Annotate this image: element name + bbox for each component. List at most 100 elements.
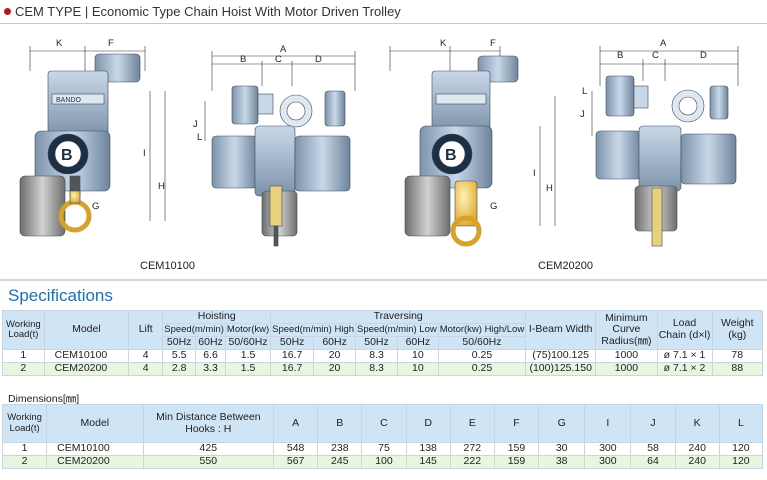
cell-l: 120 [718,442,764,456]
page-title: CEM TYPE | Economic Type Chain Hoist Wit… [15,4,401,19]
cell-d: 138 [405,442,451,456]
dim-label-l1: L [197,132,202,143]
cell-k: 240 [674,455,720,469]
dim-label-d1: D [315,54,322,65]
svg-text:B: B [445,147,457,164]
cell-model: CEM20200 [46,455,144,469]
brand-label-1: BANDO [56,97,81,104]
cell-hoist-speed-60: 6.6 [195,349,226,363]
cell-f: 159 [493,455,540,469]
table-row: 2 CEM20200 550 567 245 100 145 222 159 3… [1,455,764,469]
cell-hoist-speed-50: 5.5 [162,349,197,363]
specifications-title: Specifications [8,286,113,305]
dim-col-d: D [405,404,451,443]
cell-ibeam: (100)125.150 [525,362,597,376]
page-header: CEM TYPE | Economic Type Chain Hoist Wit… [0,0,767,24]
cell-trav-high-60: 20 [313,362,356,376]
cell-model: CEM10100 [46,442,144,456]
cell-trav-low-60: 10 [396,362,439,376]
dim-label-i2: I [533,168,536,179]
hoist-1-side-view: BANDO B [19,53,141,237]
dim-col-i: I [584,404,632,443]
dim-label-l2: L [582,86,587,97]
cell-g: 38 [538,455,586,469]
dim-label-g2: G [490,201,497,212]
col-hoist-speed: Speed(m/min) [162,323,226,337]
dim-label-i1: I [143,148,146,159]
col-trav-high-50hz: 50Hz [270,336,315,350]
col-hoist-50hz: 50Hz [162,336,197,350]
dim-col-j: J [630,404,676,443]
dim-label-k1: K [56,38,63,49]
cell-f: 159 [493,442,540,456]
cell-hoist-speed-60: 3.3 [195,362,226,376]
dim-label-a1: A [280,44,287,55]
cell-chain: ø 7.1 × 1 [656,349,713,363]
caption-model-1: CEM10100 [140,260,196,272]
col-lift: Lift [128,310,164,350]
col-hoist-5060hz: 50/60Hz [224,336,272,350]
cell-trav-high-50: 16.7 [270,362,315,376]
cell-trav-motor: 0.25 [437,349,527,363]
col-traversing: Traversing [270,310,527,324]
dim-col-a: A [273,404,319,443]
dim-col-f: F [493,404,540,443]
cell-load: 2 [1,455,48,469]
dim-col-c: C [361,404,407,443]
cell-b: 238 [317,442,363,456]
cell-trav-low-50: 8.3 [355,349,398,363]
dimensions-table: Working Load(t) Model Min Distance Betwe… [1,404,764,469]
dim-label-j1: J [193,119,198,130]
cell-b: 245 [317,455,363,469]
dim-label-b2: B [617,50,623,61]
cell-load: 2 [2,362,45,376]
dim-col-k: K [674,404,720,443]
cell-model: CEM20200 [43,362,130,376]
col-min-curve-radius: Minimum Curve Radius(㎜) [595,310,658,350]
cell-hoist-motor: 1.5 [224,362,272,376]
dim-label-c2: C [652,50,659,61]
table-row: 1 CEM10100 4 5.5 6.6 1.5 16.7 20 8.3 10 … [2,349,764,363]
dimension-labels: K F A B C D I H J L G K F A B C D I H J … [56,38,707,212]
dim-col-b: B [317,404,363,443]
cell-l: 120 [718,455,764,469]
caption-model-2: CEM20200 [538,260,594,272]
dim-label-j2: J [580,109,585,120]
dim-col-min-distance: Min Distance Between Hooks : H [142,404,275,443]
col-trav-low-60hz: 60Hz [396,336,439,350]
cell-d: 145 [405,455,451,469]
dimension-lines-1 [29,46,739,226]
cell-trav-high-60: 20 [313,349,356,363]
dim-label-h1: H [158,181,165,192]
dim-label-k2: K [440,38,447,49]
dim-label-h2: H [546,183,553,194]
header-divider [0,23,767,24]
col-hoisting: Hoisting [162,310,272,324]
dim-col-model: Model [46,404,144,443]
hoist-2-front-view [595,75,737,247]
col-trav-motor-5060hz: 50/60Hz [437,336,527,350]
product-drawings: K F A B C D I H J L G K F A B C D I H J … [0,26,767,276]
svg-text:B: B [61,147,73,164]
col-ibeam-width: I-Beam Width [525,310,597,350]
specifications-table: Working Load(t) Model Lift Hoisting Trav… [2,310,764,376]
hoist-1-front-view [211,85,351,247]
cell-lift: 4 [128,362,164,376]
col-model: Model [43,310,130,350]
cell-k: 240 [674,442,720,456]
dim-label-b1: B [240,54,246,65]
cell-curve: 1000 [595,362,658,376]
cell-lift: 4 [128,349,164,363]
cell-chain: ø 7.1 × 2 [656,362,713,376]
dim-col-e: E [449,404,495,443]
cell-e: 222 [449,455,495,469]
hoist-2-side-view: B [404,55,519,247]
cell-trav-low-60: 10 [396,349,439,363]
dim-label-c1: C [275,54,282,65]
bullet-icon [4,8,11,15]
table-row: 1 CEM10100 425 548 238 75 138 272 159 30… [1,442,764,456]
col-trav-high-60hz: 60Hz [313,336,356,350]
col-trav-speed-high: Speed(m/min) High [270,323,356,337]
col-weight: Weight (kg) [711,310,764,350]
dim-col-l: L [718,404,764,443]
